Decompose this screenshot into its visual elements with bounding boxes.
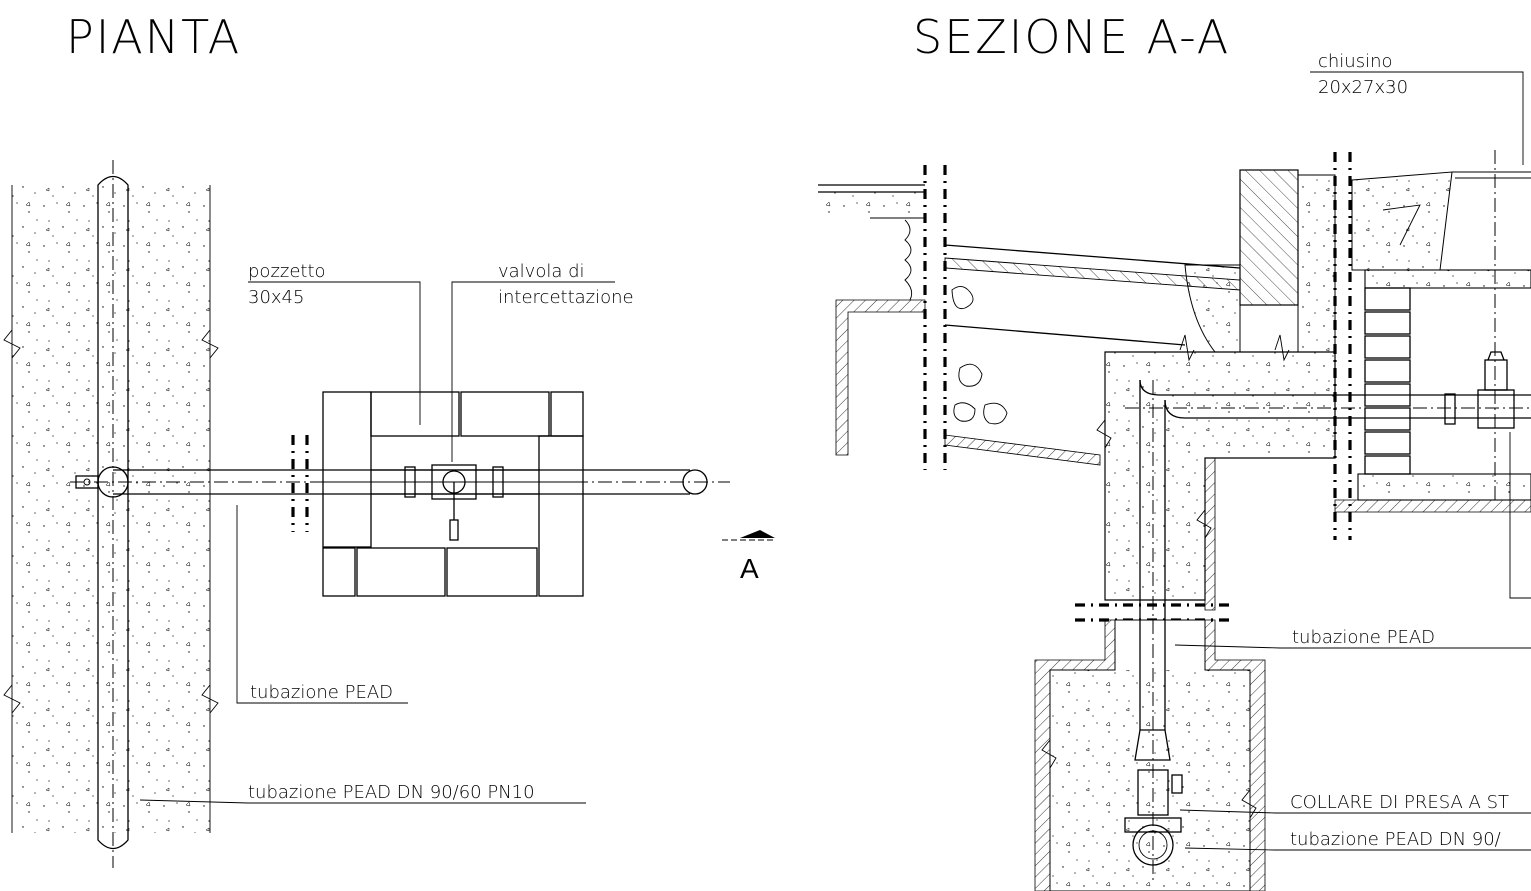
svg-text:valvola di: valvola di bbox=[498, 261, 585, 282]
svg-text:COLLARE DI PRESA A ST: COLLARE DI PRESA A ST bbox=[1290, 792, 1509, 813]
svg-text:pozzetto: pozzetto bbox=[248, 261, 326, 282]
section-lower-trench bbox=[1034, 619, 1266, 891]
label-pead-dn: tubazione PEAD DN 90/60 PN10 bbox=[139, 782, 586, 804]
label-pead: tubazione PEAD bbox=[236, 505, 408, 704]
section-marker-a: A bbox=[722, 530, 775, 584]
svg-text:tubazione PEAD DN 90/60 PN: tubazione PEAD DN 90/60 PN10 bbox=[248, 782, 535, 803]
plan-title: PIANTA bbox=[66, 10, 241, 64]
svg-text:A: A bbox=[740, 553, 759, 584]
label-collare: COLLARE DI PRESA A ST bbox=[1179, 792, 1531, 814]
label-chiusino: chiusino 20x27x30 bbox=[1310, 51, 1524, 165]
svg-text:30x45: 30x45 bbox=[248, 287, 304, 308]
section-valve-box bbox=[1357, 150, 1531, 501]
section-sloped-slab bbox=[944, 244, 1241, 346]
section-concrete bbox=[1104, 171, 1531, 611]
plan-pozzetto bbox=[322, 391, 584, 597]
section-title: SEZIONE A-A bbox=[913, 10, 1230, 64]
label-valvola: valvola di intercettazione bbox=[451, 261, 634, 462]
svg-text:tubazione PEAD: tubazione PEAD bbox=[1292, 627, 1435, 648]
svg-text:20x27x30: 20x27x30 bbox=[1318, 77, 1408, 98]
svg-text:tubazione PEAD: tubazione PEAD bbox=[250, 682, 393, 703]
label-section-pead: tubazione PEAD bbox=[1174, 432, 1531, 649]
plan-main-pipe bbox=[97, 160, 129, 868]
svg-text:intercettazione: intercettazione bbox=[498, 287, 634, 308]
section-riser-pipe bbox=[1124, 379, 1531, 880]
section-curb bbox=[1239, 169, 1299, 306]
svg-text:tubazione PEAD DN 90/: tubazione PEAD DN 90/ bbox=[1290, 829, 1501, 850]
label-section-pead-dn: tubazione PEAD DN 90/ bbox=[1184, 829, 1531, 851]
plan-ground-strip bbox=[3, 185, 219, 833]
label-pozzetto: pozzetto 30x45 bbox=[248, 261, 421, 425]
section-left-terrain bbox=[818, 165, 1101, 470]
svg-text:chiusino: chiusino bbox=[1318, 51, 1393, 72]
